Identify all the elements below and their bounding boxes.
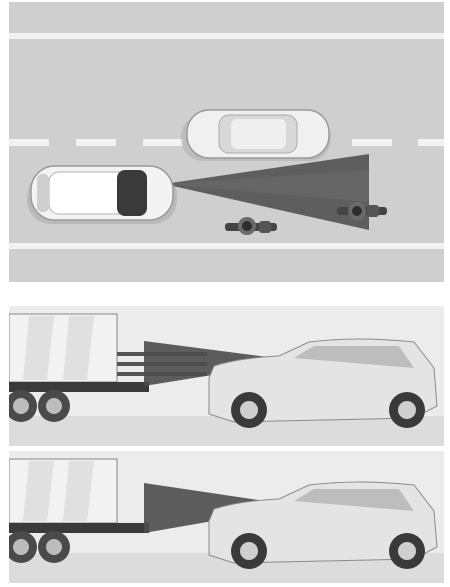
truck-illustration-2	[9, 451, 444, 583]
ego-car	[27, 166, 177, 224]
top-road-scene	[9, 2, 444, 282]
middle-truck-scene	[9, 306, 444, 446]
upper-lane-line	[9, 33, 444, 39]
road-illustration	[9, 2, 444, 282]
truck-illustration-1	[9, 306, 444, 446]
motorcycle-1	[225, 217, 277, 235]
lower-lane-line	[9, 243, 444, 249]
adjacent-car	[181, 110, 331, 161]
bottom-truck-scene	[9, 451, 444, 583]
